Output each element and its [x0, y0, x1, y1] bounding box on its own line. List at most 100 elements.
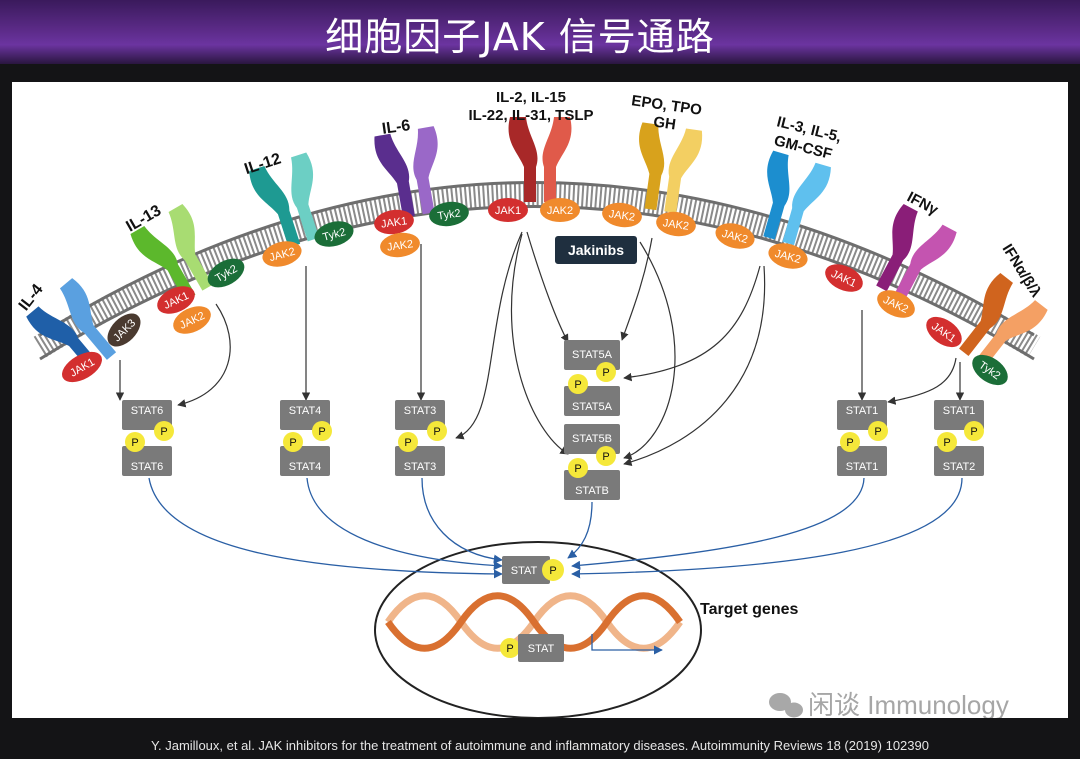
watermark: 闲谈 Immunology: [769, 690, 1009, 718]
svg-text:STAT: STAT: [528, 643, 555, 655]
arrow-il3-stat5b: [623, 265, 766, 466]
svg-text:P: P: [574, 379, 581, 391]
receptor-il13: [130, 204, 213, 301]
svg-text:闲谈 Immunology: 闲谈 Immunology: [808, 690, 1009, 718]
label-il2-line2: IL-22, IL-31, TSLP: [468, 107, 593, 124]
kinase-ifng-jak1: JAK1: [825, 264, 863, 292]
diagram-panel: IL-4 IL-13 IL-12 IL-6 IL-2, IL-15 IL-22,…: [12, 82, 1068, 718]
svg-text:JAK1: JAK1: [380, 215, 408, 231]
receptor-ifnab: [959, 272, 1048, 369]
svg-text:P: P: [433, 426, 440, 438]
svg-text:STAT6: STAT6: [131, 405, 164, 417]
kinase-ifng-jak2: JAK2: [877, 290, 915, 318]
arrow-jak-stat5b: [510, 233, 569, 455]
receptor-il3: [763, 150, 831, 246]
svg-text:P: P: [506, 643, 513, 655]
arrow-epo-stat5a: [620, 237, 653, 341]
svg-text:STAT3: STAT3: [404, 405, 437, 417]
svg-text:Tyk2: Tyk2: [437, 207, 462, 222]
svg-text:JAK1: JAK1: [495, 205, 521, 217]
arrow-ifnab-stat1: [887, 357, 957, 405]
receptor-il12: [249, 152, 320, 248]
svg-text:P: P: [602, 367, 609, 379]
svg-text:STAT4: STAT4: [289, 461, 322, 473]
arrow-jak-stat5a: [526, 231, 569, 343]
kinase-il13-jak1: JAK1: [157, 286, 195, 314]
citation: Y. Jamilloux, et al. JAK inhibitors for …: [151, 738, 929, 753]
svg-text:P: P: [943, 437, 950, 449]
kinase-il2-jak1: JAK1: [488, 198, 528, 222]
label-il2-line1: IL-2, IL-15: [496, 89, 566, 106]
kinase-il2-jak2: JAK2: [540, 198, 580, 222]
blue-arrow-stat2: [571, 477, 963, 579]
svg-text:P: P: [970, 426, 977, 438]
svg-text:STAT1: STAT1: [943, 405, 976, 417]
svg-text:Tyk2: Tyk2: [321, 226, 347, 244]
stat1-dimer: STAT1 STAT1 P P: [837, 400, 888, 476]
kinase-ifnab-tyk2: Tyk2: [972, 354, 1008, 386]
wechat-icon: [769, 693, 803, 718]
label-il4: IL-4: [16, 281, 47, 314]
label-il6: IL-6: [381, 117, 412, 138]
svg-text:P: P: [289, 437, 296, 449]
kinase-epo-jak2-left: JAK2: [602, 202, 642, 228]
svg-text:P: P: [160, 426, 167, 438]
receptor-epo: [639, 122, 703, 213]
stat5a-dimer: STAT5A STAT5A P P: [564, 340, 620, 416]
nucleus: [374, 541, 702, 718]
arrow-epo-stat5b: [623, 241, 676, 460]
svg-text:P: P: [318, 426, 325, 438]
svg-text:STAT1: STAT1: [846, 461, 879, 473]
kinase-il12-jak2: JAK2: [262, 241, 302, 267]
jak-stat-pathway-diagram: IL-4 IL-13 IL-12 IL-6 IL-2, IL-15 IL-22,…: [16, 89, 1048, 718]
blue-arrow-stat3: [421, 477, 503, 564]
svg-text:STATB: STATB: [575, 485, 609, 497]
jakinibs-box: Jakinibs: [555, 236, 637, 264]
svg-text:JAK2: JAK2: [547, 205, 573, 217]
stat3-dimer: STAT3 STAT3 P P: [395, 400, 447, 476]
arrow-jak-stat3: [455, 231, 523, 440]
stat-dimers: STAT6 STAT6 P P STAT4 STAT4 P P STAT3 ST…: [122, 340, 984, 500]
label-epo-line2: GH: [652, 114, 677, 134]
svg-text:STAT4: STAT4: [289, 405, 322, 417]
svg-text:P: P: [549, 565, 556, 577]
svg-text:P: P: [602, 451, 609, 463]
svg-text:P: P: [874, 426, 881, 438]
stat6-dimer: STAT6 STAT6 P P: [122, 400, 174, 476]
svg-text:STAT5B: STAT5B: [572, 433, 612, 445]
stat4-dimer: STAT4 STAT4 P P: [280, 400, 332, 476]
blue-arrow-stat4: [306, 477, 503, 571]
svg-text:JAK2: JAK2: [608, 208, 636, 224]
page-title: 细胞因子JAK 信号通路: [325, 15, 715, 59]
svg-text:STAT5A: STAT5A: [572, 349, 613, 361]
blue-arrow-stat6: [148, 477, 503, 579]
receptor-ifng: [876, 203, 957, 301]
stat5b-dimer: STAT5B STATB P P: [564, 424, 620, 500]
blue-arrow-stat1: [571, 477, 865, 570]
arrow-il3-stat5a: [623, 265, 761, 382]
kinase-il6-jak1: JAK1: [374, 209, 414, 235]
transcription-arrow: [591, 634, 663, 655]
svg-text:JAK2: JAK2: [662, 217, 690, 233]
kinase-il4-jak3: JAK3: [107, 313, 141, 347]
svg-text:STAT5A: STAT5A: [572, 401, 613, 413]
title-banner: 细胞因子JAK 信号通路: [0, 0, 1080, 64]
kinase-il3-jak2-left: JAK2: [715, 223, 755, 249]
kinase-il13-tyk2: Tyk2: [207, 258, 245, 288]
svg-text:Jakinibs: Jakinibs: [568, 242, 624, 258]
svg-text:STAT2: STAT2: [943, 461, 976, 473]
svg-text:P: P: [131, 437, 138, 449]
svg-text:STAT: STAT: [511, 565, 538, 577]
svg-text:P: P: [404, 437, 411, 449]
receptor-il2: [508, 117, 572, 202]
kinase-il13-jak2: JAK2: [173, 306, 211, 334]
svg-text:STAT6: STAT6: [131, 461, 164, 473]
svg-text:JAK2: JAK2: [386, 238, 414, 254]
kinase-il12-tyk2: Tyk2: [314, 221, 354, 247]
blue-arrow-stat5: [567, 501, 593, 559]
dna-bound-stat: P STAT: [500, 634, 564, 662]
svg-text:P: P: [846, 437, 853, 449]
dna-helix: [385, 592, 683, 652]
kinase-il6-tyk2: Tyk2: [429, 201, 469, 227]
arrow-il13-stat6: [177, 303, 231, 408]
